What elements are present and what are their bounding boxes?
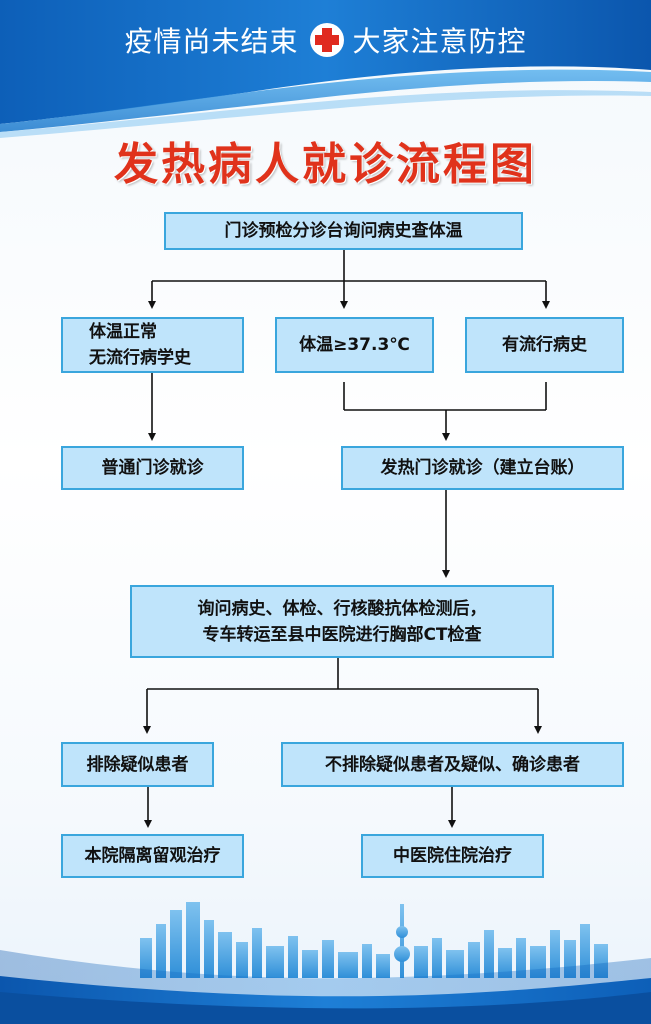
node-local-isolation: 本院隔离留观治疗 [61, 834, 244, 878]
header-left-text: 疫情尚未结束 [124, 25, 299, 58]
node-normal-temperature: 体温正常 无流行病学史 [61, 317, 244, 373]
node-hospital-treatment: 中医院住院治疗 [361, 834, 544, 878]
node-fever-temperature: 体温≥37.3℃ [275, 317, 434, 373]
red-cross-icon [309, 22, 345, 58]
node-not-excluded: 不排除疑似患者及疑似、确诊患者 [281, 742, 624, 787]
header-band [0, 0, 651, 138]
page-title: 发热病人就诊流程图 [114, 139, 537, 190]
node-triage: 门诊预检分诊台询问病史查体温 [164, 212, 523, 250]
node-exclude-suspected: 排除疑似患者 [61, 742, 214, 787]
node-fever-clinic: 发热门诊就诊（建立台账） [341, 446, 624, 490]
header-right-text: 大家注意防控 [352, 25, 527, 58]
header-slogan: 疫情尚未结束 大家注意防控 [0, 14, 651, 66]
city-skyline [0, 902, 651, 1024]
node-inquiry-transfer: 询问病史、体检、行核酸抗体检测后， 专车转运至县中医院进行胸部CT检查 [130, 585, 554, 658]
node-epidemic-history: 有流行病史 [465, 317, 624, 373]
node-regular-clinic: 普通门诊就诊 [61, 446, 244, 490]
